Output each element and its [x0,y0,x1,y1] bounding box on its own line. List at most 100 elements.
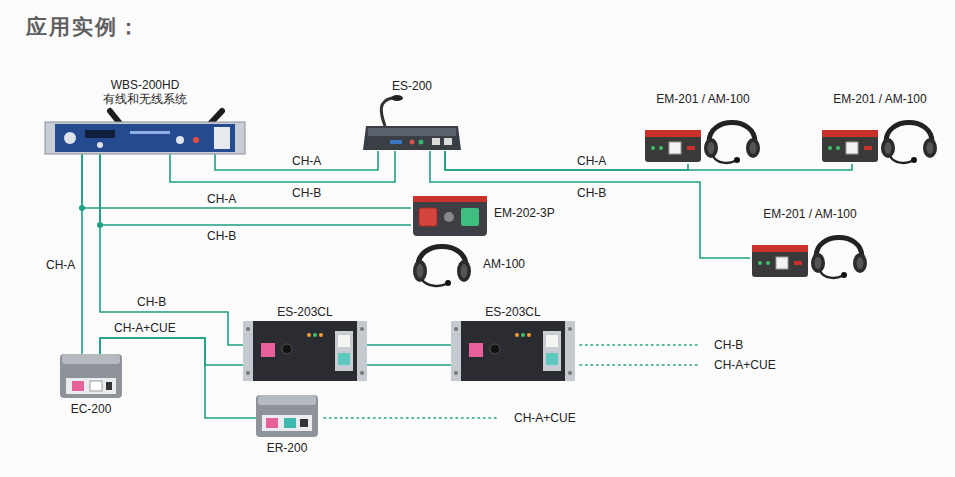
junction-dot [97,222,103,228]
rack-panel-figure [335,331,353,371]
station-figure [368,128,456,136]
beltpack-headset-figure [853,253,867,273]
device-label: ES-203CL [485,305,540,319]
rack-panel-figure [461,321,565,381]
device-area [256,395,318,439]
dotted-line [580,344,700,346]
signal-line [82,154,411,208]
beltpack-headset-figure [828,146,832,150]
rack-panel-figure [527,333,531,337]
signal-line [81,154,83,354]
beltpack-headset-figure [923,138,937,158]
device-label: EM-202-3P [494,206,555,220]
rack-panel-figure [454,327,458,331]
rack-panel-figure [307,333,311,337]
beltpack-headset-figure [846,142,858,154]
device-area [362,95,462,151]
rack-panel-figure [451,321,461,381]
headset-figure [418,247,466,267]
beltpack-headset-figure [890,156,912,163]
controller-figure [106,382,112,390]
beltpack-headset-figure [927,142,934,154]
signal-label: CH-B [205,229,238,243]
device-label: EM-201 / AM-100 [833,92,926,106]
rack-panel-figure [454,371,458,375]
signal-line [367,364,451,366]
receiver-figure [256,395,318,437]
beltpack-headset-figure [815,257,822,269]
beltpack-headset-figure [911,157,917,163]
base-station-figure [193,137,199,143]
beltpack-headset-figure [758,261,762,265]
receiver-figure [256,395,318,437]
device-label: EM-201 / AM-100 [763,207,856,221]
base-station-figure [214,127,230,149]
beltpack-headset-figure [709,123,755,143]
beltpack-headset-figure [822,123,937,164]
rack-panel-figure [543,331,561,371]
receiver-figure [262,415,312,431]
signal-label: CH-B [575,186,608,200]
page-title: 应用实例： [26,14,141,40]
base-station-figure [55,124,235,152]
headset-figure [422,280,446,286]
base-station-figure [176,136,184,144]
signal-label: CH-A+CUE [512,411,578,425]
device-label: EM-201 / AM-100 [656,92,749,106]
device-node: EM-202-3P [411,188,555,238]
signal-label: CH-A [290,154,323,168]
device-label: ES-200 [392,79,432,93]
signal-line [367,344,451,346]
device-label: ER-200 [267,441,308,455]
rack-panel-figure [313,333,317,337]
controller-figure [66,378,116,394]
station-figure [444,138,452,145]
beltpack-headset-figure [708,142,715,154]
device-area [60,354,122,400]
beltpack-figure [461,208,479,226]
beltpack-figure [413,196,487,236]
headset-figure [461,264,468,278]
beltpack-headset-figure [645,123,760,164]
beltpack-headset-figure [816,238,862,258]
beltpack-headset-figure [645,130,701,137]
rack-panel-figure [565,321,575,381]
base-station-figure [97,142,103,148]
controller-figure [90,381,102,391]
beltpack-figure [413,196,487,202]
rack-panel-figure [243,321,367,381]
rack-panel-figure [253,321,357,381]
rack-panel-figure [282,344,292,354]
beltpack-headset-figure [811,253,825,273]
rack-panel-figure [546,335,558,347]
beltpack-headset-figure [734,157,740,163]
beltpack-headset-figure [885,142,892,154]
signal-line [100,154,411,225]
headset-figure [417,264,424,278]
controller-figure [62,354,120,364]
beltpack-headset-figure [841,272,847,278]
rack-panel-figure [246,371,250,375]
station-figure [419,140,424,145]
beltpack-figure [419,208,437,226]
beltpack-headset-figure [822,130,878,137]
receiver-figure [266,418,278,428]
rack-panel-figure [357,321,367,381]
beltpack-headset-figure [752,245,808,277]
signal-line [170,151,395,182]
base-station-figure [130,131,170,134]
signal-label: CH-B [290,186,323,200]
beltpack-headset-figure [766,261,770,265]
signal-label: CH-A+CUE [712,358,778,372]
beltpack-headset-figure [713,156,735,163]
station-figure [391,95,403,101]
device-area [643,108,763,164]
rack-panel-figure [246,327,250,331]
beltpack-headset-figure [746,138,760,158]
signal-line [100,338,256,418]
rack-panel-figure [360,327,364,331]
beltpack-headset-figure [704,138,718,158]
station-figure [381,98,392,126]
